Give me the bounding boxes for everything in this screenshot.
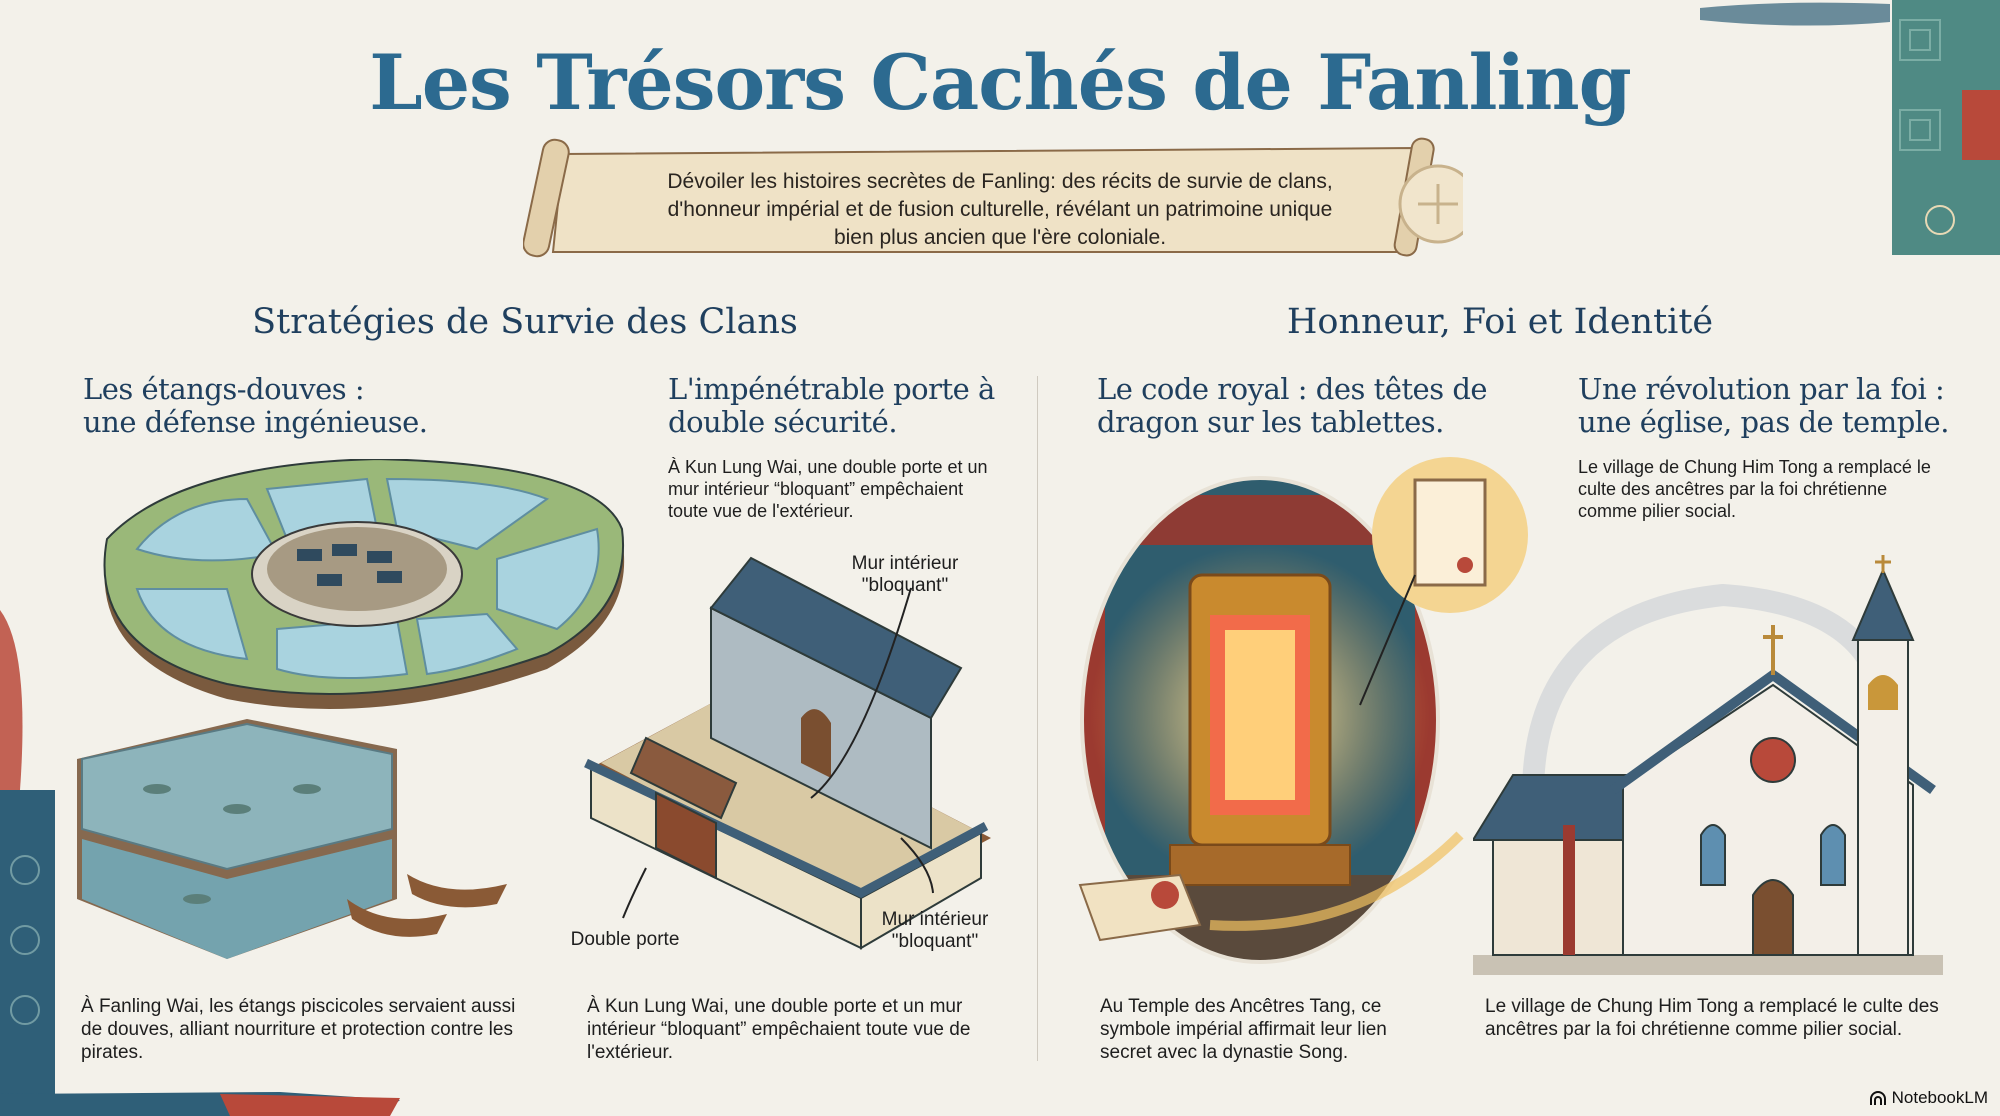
panel-heading-code-royal: Le code royal : des têtes de dragon sur … [1097, 373, 1517, 439]
panel-heading-porte: L'impénétrable porte à double sécurité. [668, 373, 1028, 439]
church-illustration [1473, 555, 1943, 975]
label-double-porte: Double porte [570, 929, 680, 950]
brand-label: NotebookLM [1891, 1088, 1988, 1107]
label-mur-interieur-bottom: Mur intérieur "bloquant" [881, 909, 989, 952]
heading-line: une défense ingénieuse. [83, 405, 428, 439]
heading-line: L'impénétrable porte à [668, 372, 995, 406]
heading-line: Les étangs-douves : [83, 372, 365, 406]
double-gate-illustration [584, 556, 991, 950]
brand-watermark: NotebookLM [1869, 1088, 1988, 1108]
dragon-tablet-illustration [1078, 457, 1528, 964]
panel-caption-etangs: À Fanling Wai, les étangs piscicoles ser… [81, 996, 516, 1063]
page-title: Les Trésors Cachés de Fanling [369, 38, 1631, 127]
heading-line: dragon sur les tablettes. [1097, 405, 1444, 439]
column-divider [1037, 376, 1038, 1061]
panel-intro-revolution: Le village de Chung Him Tong a remplacé … [1578, 457, 1931, 521]
heading-line: Le code royal : des têtes de [1097, 372, 1488, 406]
panel-caption-revolution: Le village de Chung Him Tong a remplacé … [1485, 996, 1939, 1040]
heading-line: double sécurité. [668, 405, 898, 439]
panel-caption-code-royal: Au Temple des Ancêtres Tang, ce symbole … [1100, 996, 1387, 1063]
scroll-banner [523, 137, 1463, 258]
heading-line: une église, pas de temple. [1578, 405, 1949, 439]
panel-heading-revolution: Une révolution par la foi : une église, … [1578, 373, 1978, 439]
corner-pattern-left [0, 610, 55, 1116]
notebooklm-logo-icon [1869, 1091, 1886, 1105]
subtitle: Dévoiler les histoires secrètes de Fanli… [667, 170, 1333, 249]
panel-intro-porte: À Kun Lung Wai, une double porte et un m… [668, 457, 988, 521]
brush-stroke-bottom [0, 1092, 400, 1116]
corner-pattern-top-right [1700, 0, 2000, 255]
heading-line: Une révolution par la foi : [1578, 372, 1945, 406]
section-title-honneur: Honneur, Foi et Identité [1286, 302, 1714, 342]
label-mur-interieur-top: Mur intérieur "bloquant" [851, 553, 959, 596]
fish-pond-moat-illustration [77, 459, 625, 959]
section-title-clans: Stratégies de Survie des Clans [252, 302, 798, 342]
panel-caption-porte: À Kun Lung Wai, une double porte et un m… [587, 996, 971, 1063]
panel-heading-etangs: Les étangs-douves : une défense ingénieu… [83, 373, 503, 439]
